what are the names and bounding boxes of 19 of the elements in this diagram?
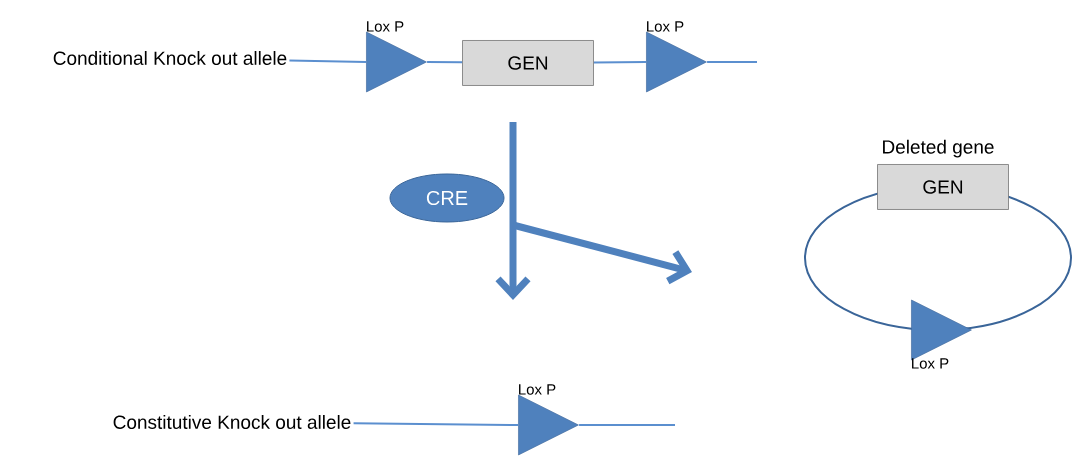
- dna-line: [592, 61, 648, 64]
- allele-label: Conditional Knock out allele: [53, 51, 287, 65]
- node-label: Lox P: [647, 21, 684, 32]
- loxp-triangle: Lox P: [366, 21, 427, 93]
- node-label: Lox P: [912, 358, 949, 369]
- loxp-triangle: Lox P: [518, 384, 579, 456]
- gene-box: GEN: [462, 40, 594, 86]
- dna-line: [706, 61, 758, 63]
- dna-line: [288, 59, 368, 63]
- node-label: Lox P: [519, 384, 556, 395]
- dna-line: [426, 61, 464, 64]
- dna-line: [578, 424, 676, 426]
- gene-box: GEN: [877, 164, 1009, 210]
- loxp-triangle: Lox P: [646, 21, 707, 93]
- dna-line: [352, 422, 520, 426]
- node-label: Lox P: [367, 21, 404, 32]
- allele-label: Constitutive Knock out allele: [113, 415, 351, 429]
- node-label: Deleted gene: [883, 139, 994, 158]
- loxp-triangle: Lox P: [911, 299, 972, 369]
